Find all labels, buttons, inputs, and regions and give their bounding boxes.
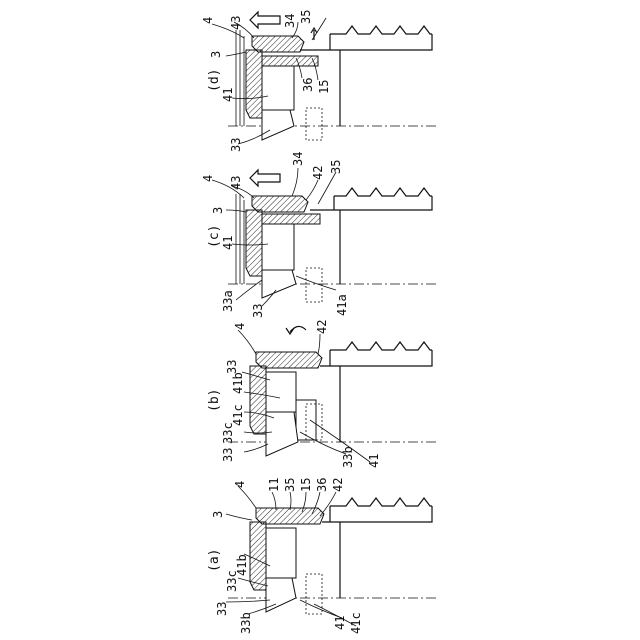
- label-41-c: 41: [221, 236, 235, 250]
- label-15-a: 15: [299, 478, 313, 492]
- panel-d: [212, 12, 436, 144]
- block-33: [262, 270, 296, 298]
- block-33: [266, 372, 296, 412]
- label-35-d: 35: [299, 10, 313, 24]
- flange: [250, 522, 266, 590]
- label-41a-c: 41a: [335, 294, 349, 316]
- tube-inner: [300, 34, 432, 50]
- block-33: [266, 578, 296, 612]
- label-33c-b: 33c: [221, 422, 235, 444]
- label-15-d: 15: [317, 80, 331, 94]
- label-33-c: 33: [251, 304, 265, 318]
- hidden-part: [306, 574, 322, 614]
- block-41: [262, 224, 294, 270]
- tube-wall: [334, 188, 432, 196]
- panel-a: [226, 486, 436, 626]
- block-33: [262, 110, 294, 140]
- panel-c-title: (c): [207, 225, 222, 248]
- block-33b: [266, 412, 298, 456]
- hidden-part: [306, 108, 322, 140]
- label-42-a: 42: [331, 478, 345, 492]
- sleeve: [262, 56, 318, 66]
- label-4-a: 4: [233, 481, 247, 488]
- tube-inner: [310, 196, 432, 210]
- label-36-d: 36: [301, 78, 315, 92]
- label-41-a: 41: [333, 616, 347, 630]
- direction-arrow: [250, 12, 280, 28]
- block-41: [262, 66, 294, 110]
- label-33-b: 33: [225, 360, 239, 374]
- label-33a-c: 33a: [221, 290, 235, 312]
- label-36-a: 36: [315, 478, 329, 492]
- label-4-b: 4: [233, 323, 247, 330]
- label-34-d: 34: [283, 14, 297, 28]
- label-33b-b: 33b: [341, 446, 355, 468]
- label-41c-a: 41c: [349, 612, 363, 634]
- label-41-b: 41: [367, 454, 381, 468]
- tube-wall: [330, 342, 432, 350]
- label-43-c: 43: [229, 176, 243, 190]
- label-35-c: 35: [329, 160, 343, 174]
- label-33-d: 33: [229, 138, 243, 152]
- flange-3: [246, 210, 262, 276]
- block-41: [266, 528, 296, 578]
- tube-inner: [320, 350, 432, 366]
- flange-3: [246, 50, 262, 118]
- label-41b-b: 41b: [231, 372, 245, 394]
- direction-arrow: [250, 170, 280, 186]
- label-4-d: 4: [201, 17, 215, 24]
- label-3-c: 3: [211, 207, 225, 214]
- panel-b-title: (b): [207, 389, 222, 412]
- tube-wall: [330, 26, 432, 34]
- label-3-a: 3: [211, 511, 225, 518]
- label-4-c: 4: [201, 175, 215, 182]
- sleeve: [262, 214, 320, 224]
- label-42-b: 42: [315, 320, 329, 334]
- panel-b: [228, 326, 436, 462]
- tube-wall: [330, 498, 432, 506]
- label-33-b2: 33: [221, 448, 235, 462]
- tube-inner: [322, 506, 432, 522]
- panel-d-title: (d): [207, 69, 222, 92]
- label-33b-a: 33b: [239, 612, 253, 634]
- label-41-d: 41: [221, 88, 235, 102]
- label-34-c: 34: [291, 152, 305, 166]
- panel-c: [212, 168, 436, 306]
- label-11-a: 11: [267, 478, 281, 492]
- panel-a-title: (a): [207, 549, 222, 572]
- label-33c-a: 33c: [225, 570, 239, 592]
- label-33-a: 33: [215, 602, 229, 616]
- label-35-a: 35: [283, 478, 297, 492]
- label-3-d: 3: [209, 51, 223, 58]
- label-42-c: 42: [311, 166, 325, 180]
- label-43-d: 43: [229, 16, 243, 30]
